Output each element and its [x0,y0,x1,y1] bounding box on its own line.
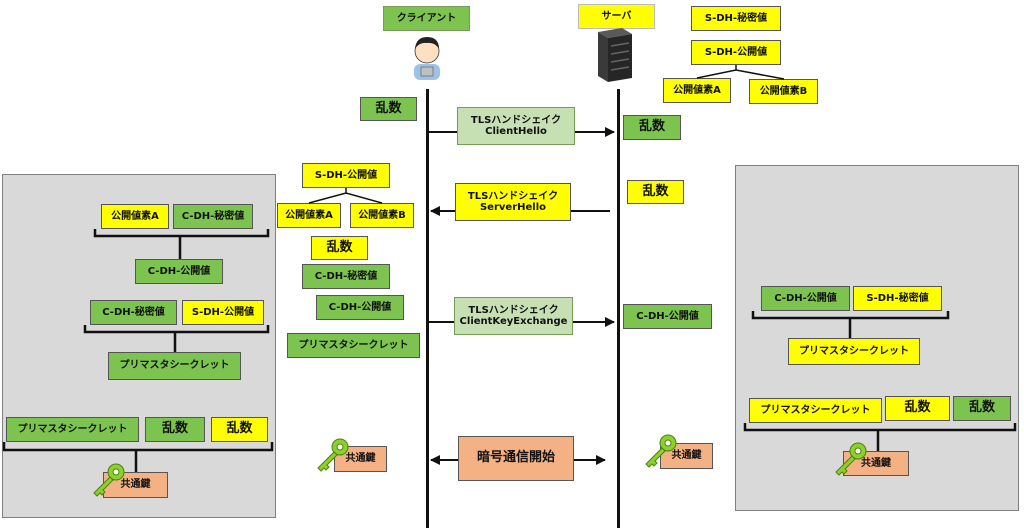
key-icon [88,462,128,498]
key-icon [830,441,870,477]
left-public-elem-a: 公開値素A [101,204,169,229]
server-public-elem-a: 公開値素A [663,78,731,103]
client-c-dh-public: C-DH-公開値 [316,295,404,320]
server-label: サーバ [578,4,655,29]
client-premaster: プリマスタシークレット [287,333,420,358]
server-s-dh-secret: S-DH-秘密値 [691,6,781,31]
right-c-dh-public: C-DH-公開値 [761,286,850,311]
client-c-dh-secret: C-DH-秘密値 [302,264,390,289]
server-hello-box: TLSハンドシェイク ServerHello [455,183,571,221]
client-recv-random: 乱数 [311,236,368,260]
left-random-2: 乱数 [211,417,268,442]
client-key-exchange-line1: TLSハンドシェイク [468,304,559,316]
client-random: 乱数 [360,97,417,121]
server-random: 乱数 [623,115,681,140]
client-recv-public-elem-a: 公開値素A [277,203,341,228]
right-random-2: 乱数 [953,396,1011,421]
client-key-exchange-box: TLSハンドシェイク ClientKeyExchange [454,297,573,335]
left-c-dh-secret: C-DH-秘密値 [173,204,253,229]
client-hello-box: TLSハンドシェイク ClientHello [457,107,575,145]
client-label: クライアント [383,6,470,31]
right-s-dh-secret: S-DH-秘密値 [853,286,942,311]
server-public-elem-b: 公開値素B [749,79,818,104]
server-hello-line1: TLSハンドシェイク [467,190,559,202]
client-hello-line2: ClientHello [485,126,547,137]
start-encrypted-box: 暗号通信開始 [458,436,574,481]
client-computation-panel [2,174,276,518]
left-premaster-2: プリマスタシークレット [6,417,139,442]
server-s-dh-public: S-DH-公開値 [691,40,781,65]
server-hello-line2: ServerHello [479,202,547,213]
left-c-dh-secret-2: C-DH-秘密値 [90,300,177,325]
right-premaster: プリマスタシークレット [788,338,920,365]
client-lifeline [426,89,429,528]
client-hello-line1: TLSハンドシェイク [470,114,562,126]
key-icon [312,437,352,473]
key-icon [640,433,680,469]
server-random-2: 乱数 [627,180,684,204]
client-recv-public-elem-b: 公開値素B [350,203,414,228]
left-random-1: 乱数 [145,417,205,442]
left-s-dh-public: S-DH-公開値 [182,300,264,325]
person-icon [410,34,444,80]
client-key-exchange-line2: ClientKeyExchange [459,316,568,327]
server-icon [594,26,634,84]
right-random-1: 乱数 [885,396,950,421]
left-c-dh-public: C-DH-公開値 [135,259,223,284]
left-premaster: プリマスタシークレット [108,352,241,380]
right-premaster-2: プリマスタシークレット [749,398,882,423]
client-recv-s-dh-public: S-DH-公開値 [302,163,390,188]
server-recv-c-dh-public: C-DH-公開値 [623,304,712,329]
server-lifeline [617,89,620,528]
